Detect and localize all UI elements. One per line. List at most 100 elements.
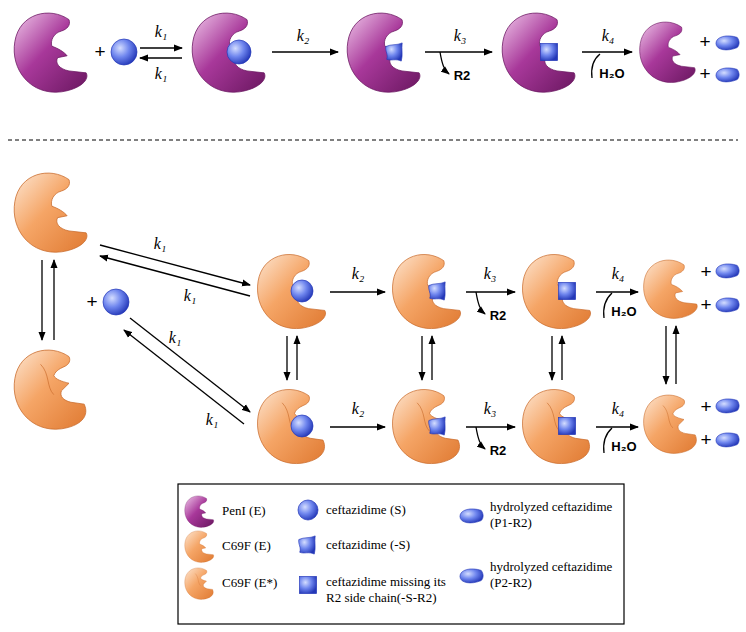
rate-constant: k₁ bbox=[155, 65, 168, 83]
reaction-arrow-part bbox=[551, 336, 552, 380]
reaction-label: R2 bbox=[454, 69, 471, 83]
reaction-arrow-part bbox=[596, 426, 638, 427]
legend-box-part bbox=[299, 536, 316, 554]
plus-sign: + bbox=[700, 397, 711, 418]
top-scheme bbox=[14, 13, 739, 92]
rate-constant: k₁ bbox=[206, 411, 219, 429]
reaction-arrow-part bbox=[476, 292, 485, 314]
rate-constant: k₁ bbox=[154, 235, 167, 253]
top-scheme-part bbox=[192, 13, 265, 92]
plus-sign: + bbox=[700, 262, 711, 283]
rate-constant: k₁ bbox=[169, 329, 182, 347]
top-scheme-part bbox=[716, 36, 739, 50]
reaction-arrow-part bbox=[440, 52, 449, 74]
bottom-scheme-part bbox=[522, 255, 590, 329]
top-scheme-part bbox=[716, 68, 739, 82]
reaction-arrow-part bbox=[286, 336, 287, 380]
reaction-arrow-part bbox=[272, 51, 338, 52]
reaction-label: H₂O bbox=[611, 305, 636, 319]
top-scheme-part bbox=[347, 13, 420, 92]
legend-text: ceftazidime missing its R2 side chain(-S… bbox=[326, 574, 452, 605]
reaction-arrow-part bbox=[675, 326, 676, 384]
reaction-arrow-part bbox=[431, 336, 432, 380]
plus-sign: + bbox=[700, 295, 711, 316]
bottom-scheme-part bbox=[716, 433, 739, 447]
rate-constant: k₃ bbox=[484, 265, 497, 283]
plus-sign: + bbox=[700, 430, 711, 451]
reaction-arrow-part bbox=[665, 326, 666, 384]
reaction-arrow-part bbox=[604, 428, 612, 453]
reaction-arrow bbox=[140, 48, 632, 78]
legend-text: PenI (E) bbox=[222, 503, 266, 519]
bottom-scheme-part bbox=[429, 417, 446, 435]
plus-sign: + bbox=[94, 42, 105, 63]
legend-box-part bbox=[460, 509, 483, 523]
reaction-arrow-part bbox=[561, 336, 562, 380]
bottom-scheme-part bbox=[103, 289, 129, 315]
reaction-arrow-part bbox=[330, 291, 385, 292]
reaction-arrow-part bbox=[100, 245, 250, 285]
legend-box-part bbox=[178, 484, 624, 624]
rate-constant: k₁ bbox=[155, 23, 168, 41]
reaction-arrow-part bbox=[425, 51, 492, 52]
reaction-arrow-part bbox=[421, 336, 422, 380]
reaction-arrow-part bbox=[53, 260, 54, 340]
bottom-scheme-part bbox=[392, 390, 459, 464]
legend-box-part bbox=[185, 531, 214, 562]
reaction-arrow-part bbox=[592, 54, 600, 78]
reaction-arrow-part bbox=[476, 427, 485, 449]
reaction-arrow-part bbox=[100, 256, 250, 296]
legend-box bbox=[178, 484, 624, 624]
plus-sign: + bbox=[699, 32, 710, 53]
bottom-scheme-part bbox=[14, 173, 87, 252]
rate-constant: k₃ bbox=[454, 27, 467, 45]
reaction-arrow-part bbox=[596, 291, 638, 292]
reaction-label: H₂O bbox=[611, 440, 636, 454]
reaction-arrow-part bbox=[582, 51, 632, 52]
legend-text: hydrolyzed ceftazidime (P1-R2) bbox=[490, 499, 614, 530]
reaction-arrow-part bbox=[604, 293, 612, 318]
legend-box-part bbox=[185, 568, 213, 599]
reaction-arrow-part bbox=[130, 318, 250, 412]
top-scheme-part bbox=[540, 43, 557, 60]
reaction-arrow-part bbox=[330, 426, 385, 427]
rate-constant: k₂ bbox=[352, 265, 365, 283]
legend-box-part bbox=[298, 500, 318, 520]
rate-constant: k₁ bbox=[184, 287, 197, 305]
bottom-scheme-part bbox=[429, 282, 446, 300]
bottom-scheme-part bbox=[257, 255, 325, 329]
top-scheme-part bbox=[111, 39, 137, 65]
reaction-arrow-part bbox=[296, 336, 297, 380]
rate-constant: k₄ bbox=[612, 400, 625, 418]
reaction-arrow-part bbox=[140, 47, 182, 48]
bottom-scheme-part bbox=[392, 255, 460, 329]
top-scheme-part bbox=[14, 13, 87, 92]
legend-text: C69F (E) bbox=[222, 538, 271, 554]
bottom-scheme-part bbox=[716, 264, 739, 278]
top-scheme-part bbox=[227, 40, 251, 64]
bottom-scheme-part bbox=[291, 280, 313, 302]
reaction-arrow-part bbox=[124, 330, 244, 424]
reaction-label: R2 bbox=[490, 444, 507, 458]
bottom-scheme-part bbox=[522, 390, 589, 464]
reaction-arrow-part bbox=[41, 260, 42, 340]
legend-text: ceftazidime (S) bbox=[326, 502, 452, 518]
reaction-arrow-part bbox=[466, 291, 515, 292]
bottom-scheme-part bbox=[716, 399, 739, 413]
reaction-label: H₂O bbox=[599, 67, 624, 81]
bottom-scheme-part bbox=[558, 417, 575, 434]
bottom-scheme-part bbox=[716, 298, 739, 312]
bottom-scheme-part bbox=[558, 282, 575, 299]
legend-text: hydrolyzed ceftazidime (P2-R2) bbox=[490, 559, 614, 590]
reaction-arrow-part bbox=[140, 57, 182, 58]
bottom-scheme-part bbox=[644, 260, 698, 318]
rate-constant: k₂ bbox=[297, 27, 310, 45]
bottom-scheme-part bbox=[644, 395, 697, 453]
reaction-label: R2 bbox=[490, 309, 507, 323]
reaction-arrow bbox=[42, 245, 676, 453]
legend-box-part bbox=[299, 576, 316, 593]
legend-box-part bbox=[460, 569, 483, 583]
reaction-arrow-part bbox=[466, 426, 515, 427]
bottom-scheme-part bbox=[14, 350, 86, 429]
bottom-scheme-part bbox=[257, 390, 324, 464]
